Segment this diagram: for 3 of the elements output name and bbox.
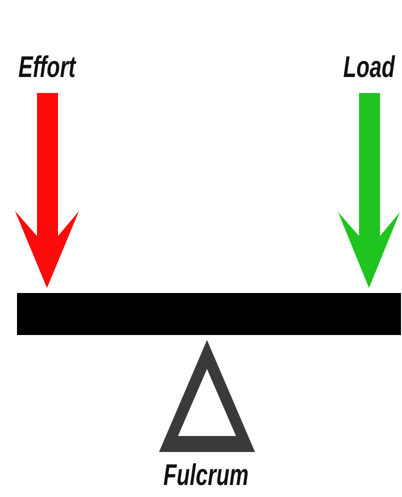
fulcrum-label: Fulcrum (163, 461, 249, 491)
load-label: Load (343, 53, 395, 83)
effort-label: Effort (18, 53, 76, 83)
